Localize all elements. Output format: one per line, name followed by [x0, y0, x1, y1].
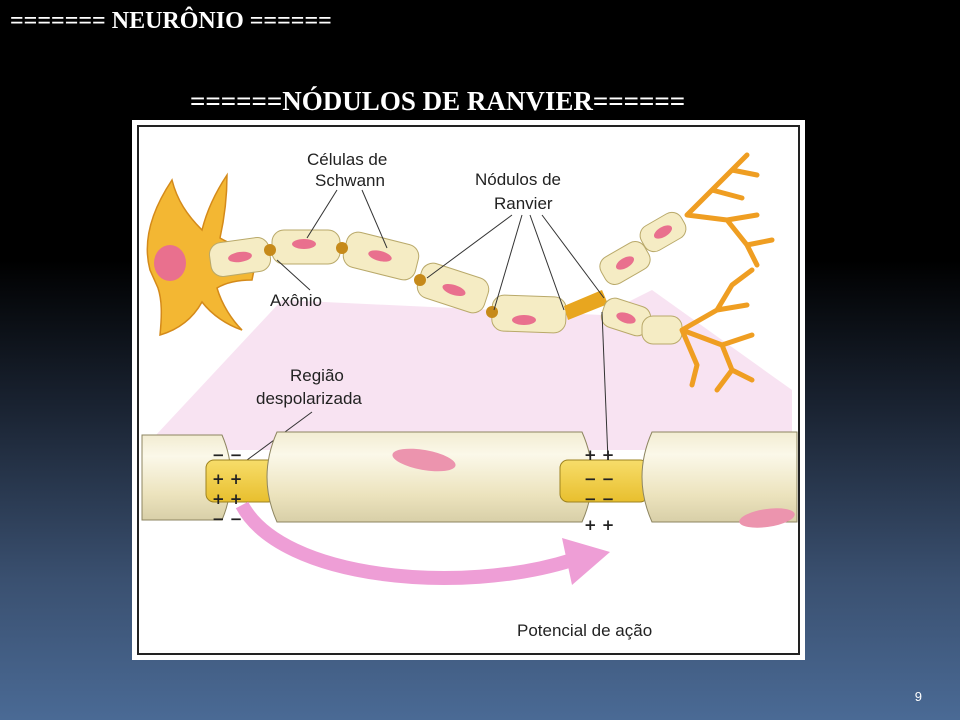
label-schwann-line2: Schwann — [315, 171, 385, 190]
cell-nucleus — [154, 245, 186, 281]
charge-plus-axon-lower-left: + + — [212, 490, 242, 508]
charge-minus-top-left: − − — [212, 446, 242, 464]
label-schwann-line1: Células de — [307, 150, 387, 169]
slide-subtitle: ======NÓDULOS DE RANVIER====== — [190, 86, 686, 116]
action-potential-arrow — [235, 501, 610, 585]
myelinated-axon-top — [208, 229, 608, 334]
label-axon: Axônio — [270, 291, 322, 310]
axon-terminals — [599, 152, 775, 393]
label-nodes-line1: Nódulos de — [475, 170, 561, 189]
label-region-line1: Região — [290, 366, 344, 385]
charge-plus-bottom-right: + + — [584, 516, 614, 534]
charge-minus-axon-upper-right: − − — [584, 470, 614, 488]
charge-plus-top-right: + + — [584, 446, 614, 464]
neuron-diagram: Células de Schwann Nódulos de Ranvier Ax… — [132, 120, 805, 660]
charge-plus-axon-upper-left: + + — [212, 470, 242, 488]
neuron-illustration: Células de Schwann Nódulos de Ranvier Ax… — [137, 125, 800, 655]
charge-minus-bottom-left: − − — [212, 510, 242, 528]
slide-title: ======= NEURÔNIO ====== — [10, 8, 332, 34]
label-region-line2: despolarizada — [256, 389, 362, 408]
page-number: 9 — [914, 689, 922, 704]
label-action-potential: Potencial de ação — [517, 621, 652, 640]
figure-frame — [137, 125, 800, 655]
charge-minus-axon-lower-right: − − — [584, 490, 614, 508]
magnified-axon — [141, 431, 798, 528]
label-nodes-line2: Ranvier — [494, 194, 553, 213]
